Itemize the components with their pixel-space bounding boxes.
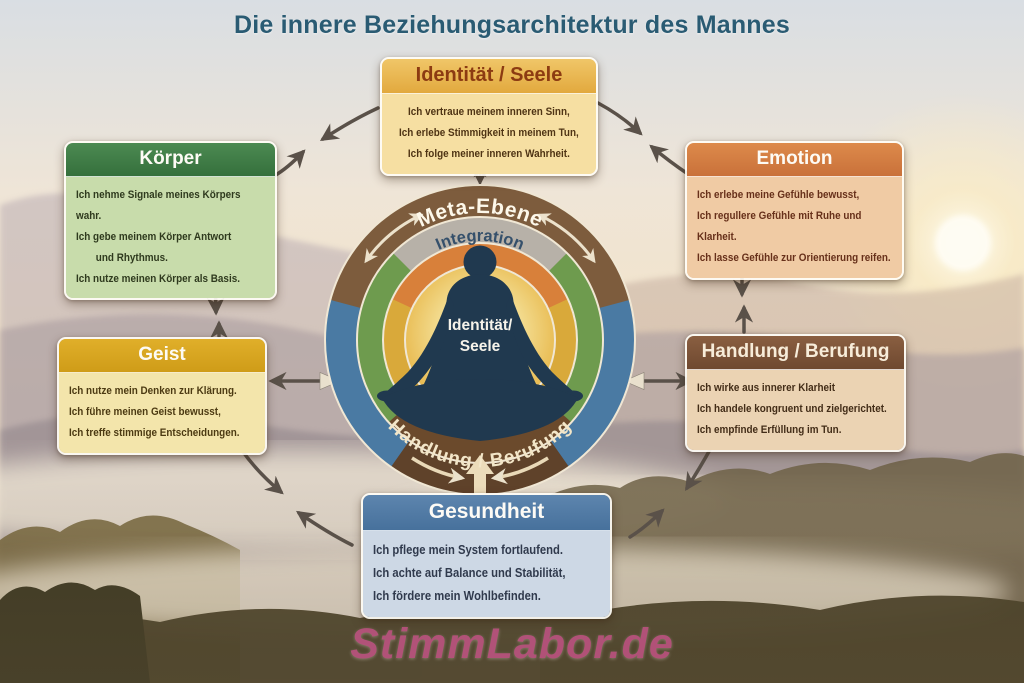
arrow-gesundheit-geist bbox=[296, 510, 354, 547]
arrowhead-into-circle-right bbox=[623, 372, 645, 390]
affirmation-line: Ich erlebe Stimmigkeit in meinem Tun, bbox=[399, 126, 579, 139]
box-gesundheit-header: Gesundheit bbox=[363, 495, 610, 531]
arrow-emotion-identitaet bbox=[649, 144, 690, 176]
ring-arrow-upper-left bbox=[364, 213, 424, 264]
affirmation-line: Ich führe meinen Geist bewusst, bbox=[69, 405, 221, 418]
box-emotion-header: Emotion bbox=[687, 143, 902, 177]
arrow-identitaet-emotion bbox=[596, 101, 643, 136]
affirmation-line: Ich vertraue meinem inneren Sinn, bbox=[408, 106, 570, 118]
box-identitaet-seele: Identität / Seele Ich vertraue meinem in… bbox=[380, 57, 598, 176]
affirmation-line: Ich gebe meinem Körper Antwort bbox=[76, 230, 232, 243]
affirmation-line: und Rhythmus. bbox=[95, 251, 168, 264]
arrow-gesundheit-handlung bbox=[628, 508, 665, 539]
up-arrow-gesundheit bbox=[466, 455, 494, 497]
affirmation-line: Ich wirke aus innerer Klarheit bbox=[697, 382, 836, 394]
sun bbox=[935, 215, 991, 271]
affirmation-line: Ich fördere mein Wohlbefinden. bbox=[373, 589, 541, 604]
arrow-identitaet-koerper bbox=[319, 106, 380, 141]
mandala-center-label-line1: Identität/ bbox=[448, 317, 513, 334]
affirmation-line: Ich handele kongruent und zielgerichtet. bbox=[697, 402, 887, 415]
figure-crossed-legs bbox=[382, 379, 578, 441]
mandala: Meta-Ebene Integration Handlung / Berufu… bbox=[324, 184, 636, 497]
ring-arrow-lower-right bbox=[490, 456, 549, 485]
arrow-geist-gesundheit bbox=[239, 447, 284, 495]
box-geist: Geist Ich nutze mein Denken zur Klärung.… bbox=[57, 337, 267, 455]
arrow-handlung-gesundheit bbox=[685, 444, 714, 492]
affirmation-line: Ich lasse Gefühle zur Orientierung reife… bbox=[697, 251, 891, 264]
box-koerper: Körper Ich nehme Signale meines Körpers … bbox=[64, 141, 277, 301]
box-koerper-header: Körper bbox=[66, 143, 275, 177]
box-emotion: Emotion Ich erlebe meine Gefühle bewusst… bbox=[685, 141, 904, 280]
meditating-figure bbox=[377, 245, 583, 441]
affirmation-line: Ich folge meiner inneren Wahrheit. bbox=[407, 147, 570, 160]
box-handlung-berufung-header: Handlung / Berufung bbox=[687, 336, 904, 370]
box-handlung-berufung: Handlung / Berufung Ich wirke aus innere… bbox=[685, 334, 906, 452]
ring-integration-brown bbox=[388, 404, 572, 463]
affirmation-line: Ich pflege mein System fortlaufend. bbox=[373, 543, 564, 557]
box-gesundheit: Gesundheit Ich pflege mein System fortla… bbox=[361, 493, 612, 620]
box-geist-header: Geist bbox=[59, 339, 265, 373]
affirmation-line: Ich nutze meinen Körper als Basis. bbox=[76, 272, 240, 285]
figure-head bbox=[463, 245, 497, 279]
mandala-center-label-line2: Seele bbox=[460, 338, 501, 355]
affirmation-line: Ich nutze mein Denken zur Klärung. bbox=[69, 385, 237, 397]
affirmation-line: Ich empfinde Erfüllung im Tun. bbox=[697, 423, 842, 436]
affirmation-line: Ich regullere Gefühle mit Ruhe und Klarh… bbox=[697, 209, 862, 243]
affirmation-line: Ich achte auf Balance und Stabilität, bbox=[373, 566, 566, 581]
ring-arrows bbox=[364, 213, 596, 485]
affirmation-line: Ich nehme Signale meines Körpers wahr. bbox=[76, 189, 241, 222]
arrow-koerper-identitaet bbox=[272, 149, 306, 178]
ring-arrow-upper-right bbox=[536, 213, 596, 264]
affirmation-line: Ich treffe stimmige Entscheidungen. bbox=[69, 426, 240, 439]
affirmation-line: Ich erlebe meine Gefühle bewusst, bbox=[697, 189, 860, 201]
box-identitaet-seele-header: Identität / Seele bbox=[382, 59, 596, 94]
ring-arrow-lower-left bbox=[411, 456, 466, 484]
page-title: Die innere Beziehungsarchitektur des Man… bbox=[234, 11, 790, 39]
watermark: StimmLabor.de bbox=[350, 620, 674, 668]
